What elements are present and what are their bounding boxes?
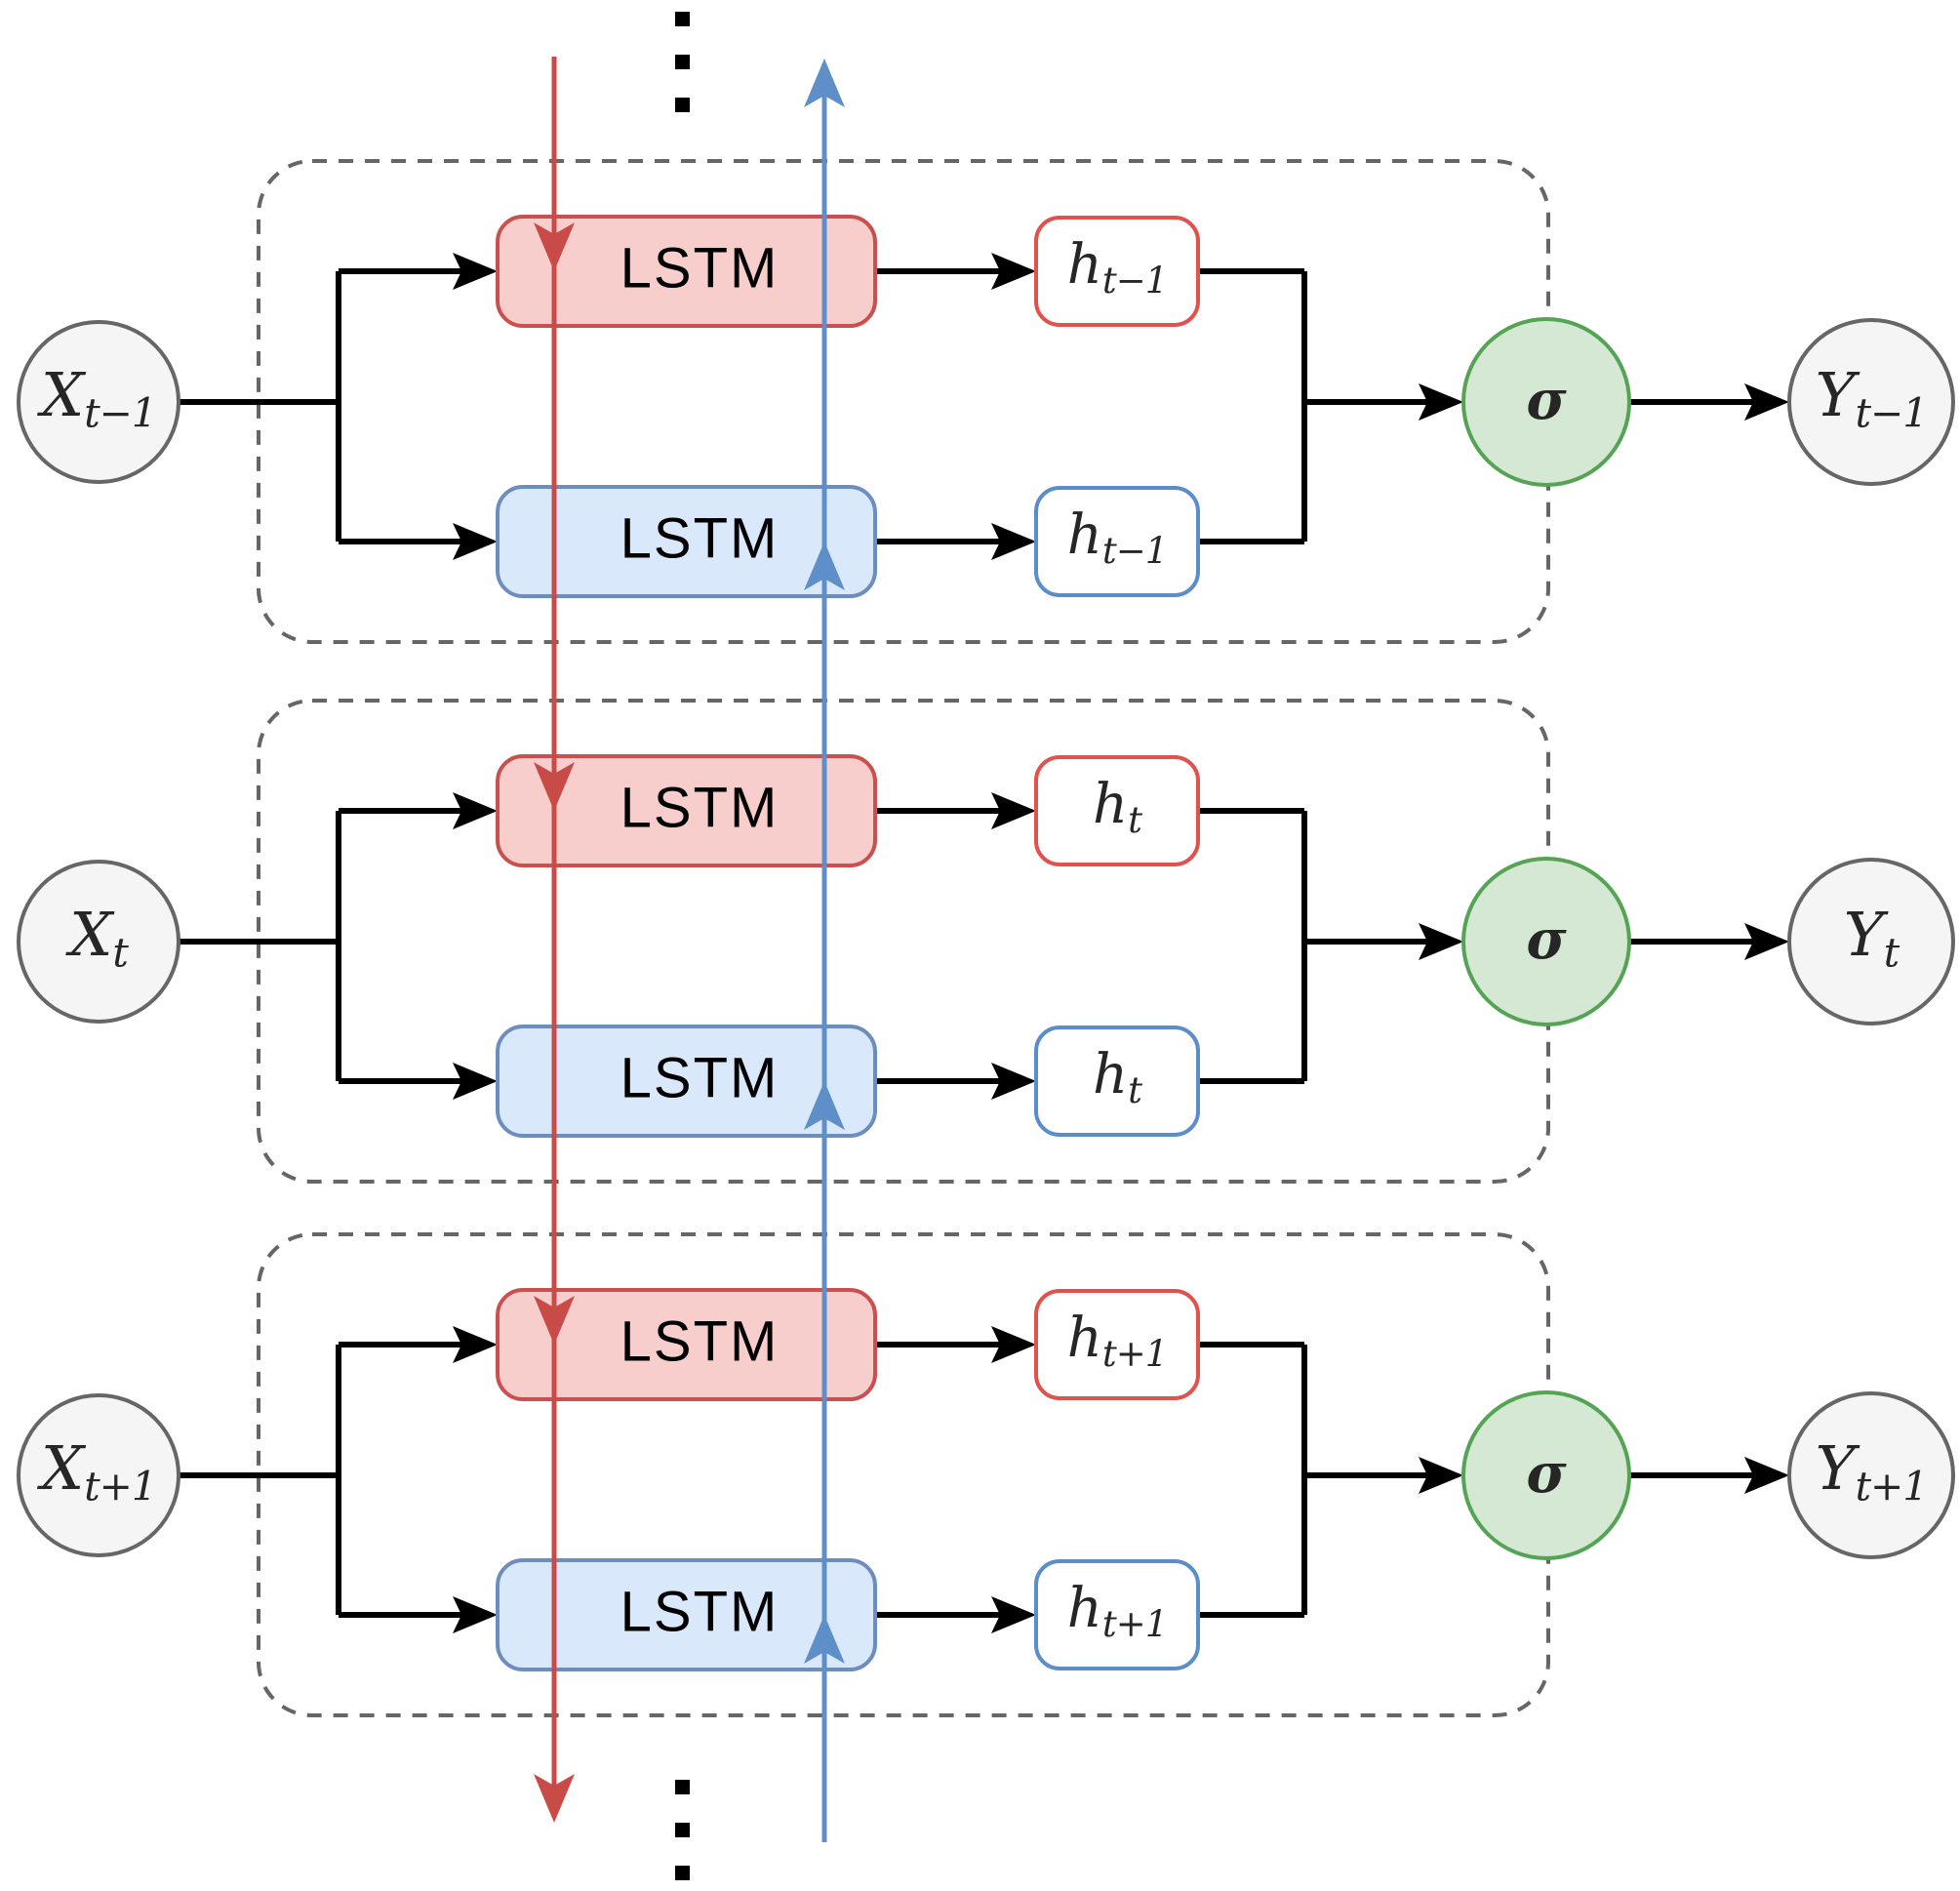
input-label: Xt−1 xyxy=(41,358,157,437)
forward-lstm-label: LSTM xyxy=(620,236,780,301)
backward-hidden-box xyxy=(1034,486,1200,597)
output-node xyxy=(1787,858,1955,1026)
activation-node xyxy=(1461,1390,1631,1560)
cells-block-t-1 xyxy=(496,215,1200,598)
forward-lstm-label: LSTM xyxy=(620,776,780,840)
forward-lstm-cell xyxy=(496,215,877,328)
input-node xyxy=(17,1393,180,1557)
forward-lstm-label: LSTM xyxy=(620,1309,780,1374)
cells-block-t xyxy=(496,754,1200,1138)
vertical-ellipsis-bottom xyxy=(675,1780,690,1880)
backward-hidden-box xyxy=(1034,1026,1200,1137)
forward-hidden-label: ht xyxy=(1093,772,1142,842)
output-node xyxy=(1787,318,1955,486)
nodes-block-t xyxy=(17,857,1955,1026)
backward-hidden-box xyxy=(1034,1559,1200,1670)
connectors-block-t+1 xyxy=(179,1326,1789,1633)
input-node xyxy=(17,860,180,1024)
activation-label: σ xyxy=(1526,1440,1567,1506)
nodes-block-t-1 xyxy=(17,317,1955,487)
nodes-block-t+1 xyxy=(17,1390,1955,1560)
activation-label: σ xyxy=(1526,906,1567,972)
connectors-block-t-1 xyxy=(179,253,1789,560)
forward-hidden-box xyxy=(1034,755,1200,866)
output-label: Yt xyxy=(1843,898,1900,977)
output-label: Yt+1 xyxy=(1815,1431,1929,1510)
activation-node xyxy=(1461,317,1631,487)
forward-hidden-box xyxy=(1034,1289,1200,1400)
backward-hidden-label: ht−1 xyxy=(1066,503,1168,573)
activation-node xyxy=(1461,857,1631,1026)
vertical-ellipsis-top xyxy=(675,12,690,112)
backward-lstm-cell xyxy=(496,1025,877,1138)
input-label: Xt xyxy=(69,898,129,977)
forward-hidden-box xyxy=(1034,216,1200,327)
connectors-block-t xyxy=(179,792,1789,1100)
backward-lstm-label: LSTM xyxy=(620,1580,780,1644)
cells-block-t+1 xyxy=(496,1288,1200,1671)
input-label: Xt+1 xyxy=(41,1431,157,1510)
backward-lstm-cell xyxy=(496,1558,877,1671)
forward-lstm-cell xyxy=(496,754,877,867)
backward-lstm-label: LSTM xyxy=(620,506,780,571)
forward-time-arrow xyxy=(534,57,575,1823)
forward-hidden-label: ht+1 xyxy=(1066,1306,1168,1376)
forward-lstm-cell xyxy=(496,1288,877,1401)
backward-lstm-label: LSTM xyxy=(620,1046,780,1110)
input-node xyxy=(17,320,180,484)
backward-hidden-label: ht xyxy=(1093,1042,1142,1112)
forward-hidden-label: ht−1 xyxy=(1066,232,1168,302)
backward-lstm-cell xyxy=(496,485,877,598)
backward-hidden-label: ht+1 xyxy=(1066,1576,1168,1646)
backward-time-arrow xyxy=(804,59,845,1842)
output-node xyxy=(1787,1391,1955,1559)
output-label: Yt−1 xyxy=(1815,358,1929,437)
activation-label: σ xyxy=(1526,367,1567,432)
